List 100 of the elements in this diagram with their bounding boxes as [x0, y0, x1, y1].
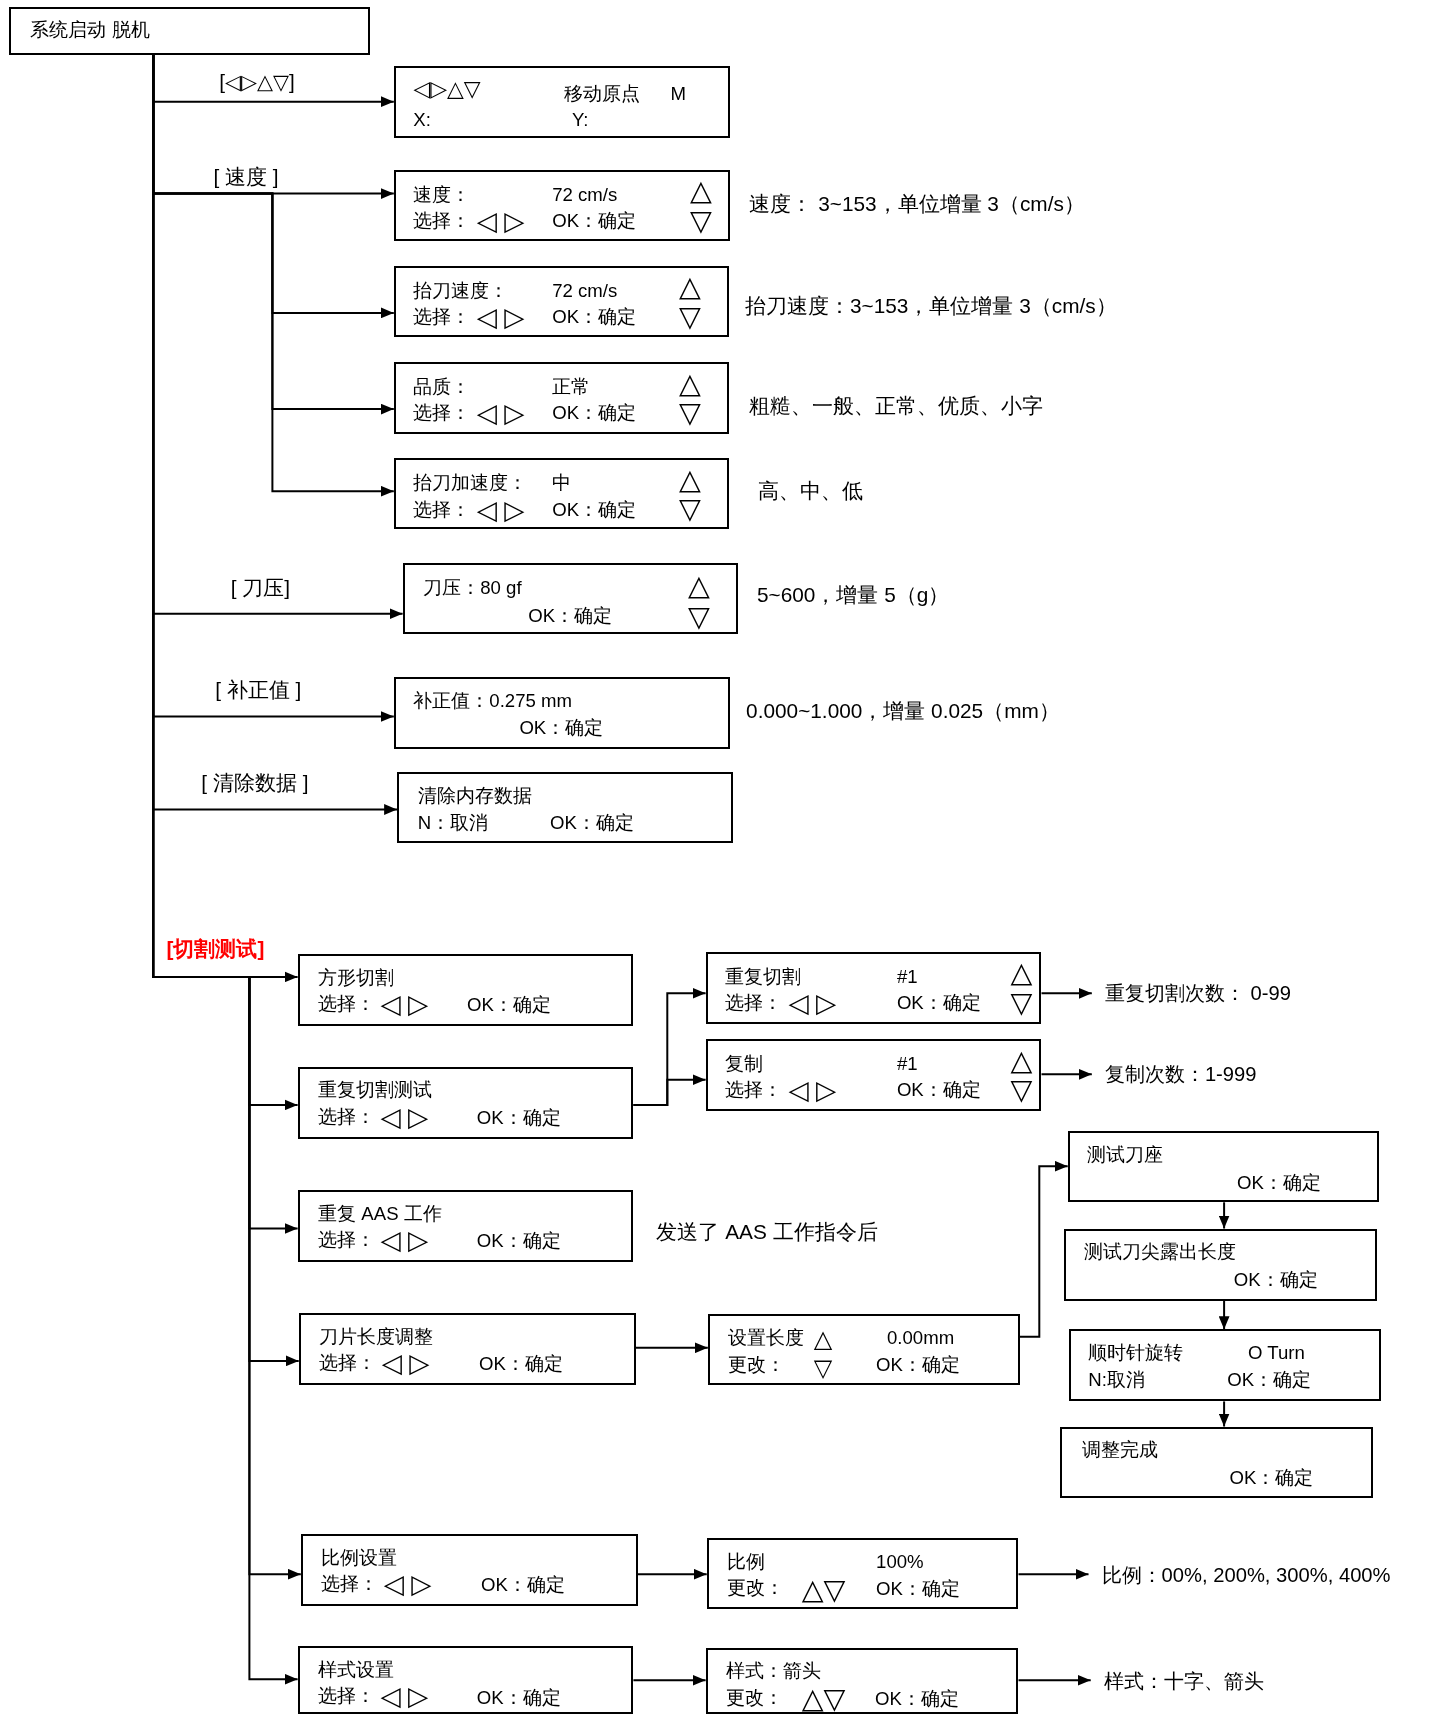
screen-text: OK：确定 — [481, 1575, 565, 1595]
triangle-symbol: ◁ ▷ — [476, 207, 525, 234]
arrow — [1218, 1201, 1230, 1230]
range-note: 发送了 AAS 工作指令后 — [656, 1221, 878, 1243]
screen-text: 重复切割测试 — [318, 1081, 433, 1100]
range-note: 0.000~1.000，增量 0.025（mm） — [746, 700, 1060, 722]
screen-box — [393, 458, 729, 530]
arrow — [632, 1074, 707, 1106]
screen-text: N:取消 — [1088, 1371, 1145, 1390]
note-text: 比例：00%, 200%, 300%, 400% — [1088, 1558, 1428, 1592]
screen-text: 复制 — [725, 1055, 764, 1074]
arrow — [1218, 1299, 1230, 1331]
triangle-symbol: ▽ — [1010, 987, 1033, 1016]
screen-box — [1060, 1426, 1373, 1498]
screen-text: OK：确定 — [476, 1232, 561, 1251]
screen-text: 更改： — [728, 1355, 786, 1375]
triangle-symbol: △▽ — [801, 1575, 846, 1604]
triangle-symbol: ◁ ▷ — [380, 990, 429, 1018]
screen-text: 品质： — [413, 377, 471, 397]
screen-text: OK：确定 — [476, 1108, 561, 1128]
range-note: 高、中、低 — [758, 480, 864, 502]
edge-label: [ 速度 ] — [211, 165, 281, 189]
screen-text: 刀片长度调整 — [319, 1327, 434, 1346]
screen-text: 72 cm/s — [552, 185, 618, 204]
screen-text: 更改： — [726, 1688, 784, 1707]
screen-text: OK：确定 — [552, 307, 637, 327]
triangle-symbol: ▽ — [679, 301, 701, 331]
triangle-symbol: ◁ ▷ — [380, 1227, 429, 1254]
screen-text: OK：确定 — [467, 995, 551, 1015]
screen-text: OK：确定 — [528, 606, 613, 625]
screen-box — [393, 362, 729, 435]
screen-text: 100% — [876, 1552, 924, 1572]
range-note: 5~600，增量 5（g） — [757, 584, 950, 606]
edge-label: [切割测试] — [164, 937, 267, 960]
screen-box — [297, 1646, 634, 1715]
triangle-symbol: ▽ — [813, 1356, 833, 1381]
screen-text: 选择： — [413, 307, 471, 327]
screen-text: 调整完成 — [1081, 1441, 1158, 1460]
screen-text: 抬刀速度： — [413, 281, 509, 301]
screen-text: 选择： — [319, 1353, 377, 1373]
arrow — [632, 1674, 707, 1686]
triangle-symbol: ▽ — [1010, 1075, 1033, 1104]
screen-box — [297, 1190, 634, 1263]
triangle-symbol: ◁ ▷ — [788, 1077, 837, 1104]
screen-text: OK：确定 — [550, 814, 634, 833]
triangle-symbol: ▽ — [687, 601, 710, 630]
title-box — [8, 6, 370, 55]
triangle-symbol: ◁ ▷ — [381, 1349, 430, 1377]
screen-text: #1 — [896, 967, 918, 986]
screen-text: O Turn — [1248, 1343, 1305, 1363]
screen-box — [1068, 1329, 1381, 1402]
screen-box — [1067, 1131, 1380, 1203]
screen-box — [707, 1313, 1020, 1385]
arrow — [1017, 1674, 1092, 1686]
screen-text: 选择： — [413, 500, 471, 519]
screen-text: OK：确定 — [519, 719, 604, 738]
note-text: 重复切割次数： 0-99 — [1091, 978, 1335, 1009]
screen-text: OK：确定 — [476, 1688, 561, 1707]
triangle-symbol: △ — [687, 570, 710, 600]
screen-box — [297, 1066, 634, 1139]
screen-text: OK：确定 — [1229, 1468, 1314, 1487]
screen-box — [393, 677, 730, 750]
screen-text: 72 cm/s — [552, 281, 618, 301]
arrow — [1040, 1068, 1093, 1080]
screen-text: 选择： — [413, 211, 471, 231]
screen-text: 样式设置 — [318, 1661, 395, 1680]
screen-text: 抬刀加速度： — [413, 474, 528, 493]
screen-box — [298, 1312, 636, 1385]
screen-box — [402, 563, 739, 635]
arrow — [1040, 987, 1093, 999]
triangle-symbol: ▽ — [690, 205, 712, 234]
screen-text: 选择： — [318, 1107, 376, 1126]
triangle-symbol: ◁▷△▽ — [413, 78, 481, 101]
triangle-symbol: ◁ ▷ — [380, 1683, 429, 1710]
screen-text: 选择： — [413, 404, 471, 423]
screen-text: N：取消 — [417, 814, 489, 833]
screen-text: OK：确定 — [1227, 1371, 1312, 1390]
screen-text: 重复 AAS 工作 — [318, 1204, 442, 1224]
screen-text: 选择： — [318, 994, 376, 1014]
screen-text: 比例设置 — [321, 1548, 398, 1567]
screen-text: 更改： — [727, 1578, 785, 1598]
screen-text: X: — [413, 110, 431, 130]
screen-text: OK：确定 — [896, 993, 981, 1013]
screen-box — [300, 1533, 638, 1606]
screen-box — [1064, 1228, 1378, 1301]
screen-text: OK：确定 — [552, 211, 637, 231]
triangle-symbol: △▽ — [801, 1683, 846, 1712]
screen-text: 选择： — [318, 1687, 376, 1706]
screen-text: 选择： — [318, 1231, 376, 1250]
screen-box — [397, 772, 733, 844]
screen-text: OK：确定 — [552, 500, 637, 519]
screen-text: 顺时针旋转 — [1088, 1343, 1184, 1363]
edge-label: [ 清除数据 ] — [199, 771, 311, 795]
screen-text: 正常 — [552, 377, 591, 397]
screen-text: 方形切割 — [318, 968, 395, 988]
screen-text: OK：确定 — [1237, 1174, 1321, 1193]
screen-text: 补正值：0.275 mm — [413, 691, 572, 711]
screen-box — [393, 169, 730, 241]
triangle-symbol: △ — [690, 176, 712, 205]
triangle-symbol: ◁ ▷ — [380, 1103, 429, 1130]
